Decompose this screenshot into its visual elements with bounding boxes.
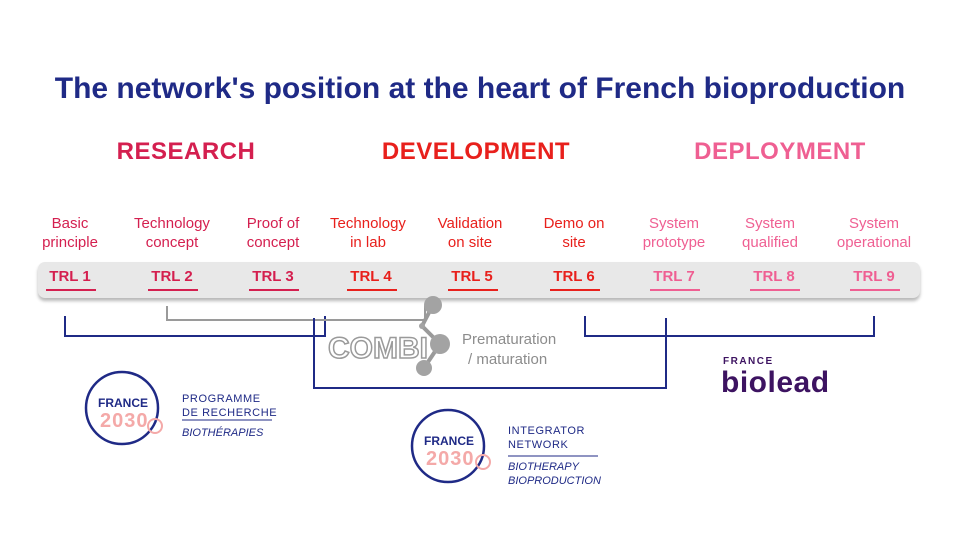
trl-2-underline <box>148 289 198 291</box>
phase-development: DEVELOPMENT <box>381 138 571 165</box>
step-4-line1: Technology <box>330 215 406 232</box>
integrator-line2: NETWORK <box>508 439 569 451</box>
programme-france: FRANCE <box>98 396 148 410</box>
programme-logo-icon <box>84 370 272 446</box>
trl-7-underline <box>650 289 700 291</box>
trl-8: TRL 8 <box>753 268 795 285</box>
step-4: Technology in lab <box>316 214 420 252</box>
integrator-line1: INTEGRATOR <box>508 425 586 437</box>
combi-logo: COMBI <box>328 332 428 365</box>
bracket-biolead <box>584 316 875 337</box>
step-7-line1: System <box>648 215 699 232</box>
step-2-line1: Technology <box>134 215 210 232</box>
step-1-line2: principle <box>42 234 98 251</box>
trl-7: TRL 7 <box>653 268 695 285</box>
programme-line2: DE RECHERCHE <box>182 407 278 419</box>
programme-sub: BIOTHÉRAPIES <box>182 427 264 439</box>
phase-research: RESEARCH <box>116 138 256 165</box>
biolead-small: FRANCE <box>723 356 774 367</box>
integrator-2030: 2030 <box>426 448 475 470</box>
combi-line1: Prematuration <box>462 331 557 348</box>
step-6: Demo on site <box>522 214 626 252</box>
step-4-line2: in lab <box>350 234 386 251</box>
step-9-line1: System <box>848 215 899 232</box>
integrator-sub2: BIOPRODUCTION <box>508 475 601 487</box>
trl-2: TRL 2 <box>151 268 193 285</box>
step-8-line1: System <box>744 215 795 232</box>
page-title: The network's position at the heart of F… <box>54 72 906 105</box>
step-6-line2: site <box>562 234 586 251</box>
step-2: Technology concept <box>120 214 224 252</box>
step-3: Proof of concept <box>221 214 325 252</box>
bracket-programme <box>64 316 326 337</box>
step-9: System operational <box>822 214 926 252</box>
step-8-line2: qualified <box>742 234 798 251</box>
step-8: System qualified <box>718 214 822 252</box>
phase-deployment: DEPLOYMENT <box>694 138 866 165</box>
trl-9-underline <box>850 289 900 291</box>
step-6-line1: Demo on <box>543 215 605 232</box>
combi-description: Prematuration / maturation <box>462 330 582 370</box>
trl-bar <box>38 262 920 298</box>
trl-5: TRL 5 <box>451 268 493 285</box>
integrator-france: FRANCE <box>424 434 474 448</box>
step-5-line2: on site <box>447 234 493 251</box>
integrator-sub1: BIOTHERAPY <box>508 461 579 473</box>
programme-line1: PROGRAMME <box>182 393 261 405</box>
step-1: Basic principle <box>18 214 122 252</box>
step-5: Validation on site <box>418 214 522 252</box>
step-1-line1: Basic <box>51 215 89 232</box>
trl-9: TRL 9 <box>853 268 895 285</box>
trl-8-underline <box>750 289 800 291</box>
combi-line2: / maturation <box>468 351 548 368</box>
trl-1: TRL 1 <box>49 268 91 285</box>
trl-3-underline <box>249 289 299 291</box>
biolead-logo: biolead <box>721 366 830 399</box>
trl-5-underline <box>448 289 498 291</box>
step-7-line2: prototype <box>642 234 706 251</box>
trl-3: TRL 3 <box>252 268 294 285</box>
trl-4: TRL 4 <box>350 268 392 285</box>
step-9-line2: operational <box>836 234 912 251</box>
step-3-line1: Proof of <box>246 215 300 232</box>
step-5-line1: Validation <box>437 215 503 232</box>
programme-2030: 2030 <box>100 410 149 432</box>
bracket-integrator <box>313 318 667 389</box>
combi-molecule-icon <box>416 296 450 376</box>
trl-6-underline <box>550 289 600 291</box>
step-2-line2: concept <box>145 234 199 251</box>
trl-6: TRL 6 <box>553 268 595 285</box>
trl-4-underline <box>347 289 397 291</box>
bracket-combi <box>166 306 426 321</box>
step-7: System prototype <box>622 214 726 252</box>
step-3-line2: concept <box>246 234 300 251</box>
trl-1-underline <box>46 289 96 291</box>
integrator-logo-icon <box>410 408 598 484</box>
